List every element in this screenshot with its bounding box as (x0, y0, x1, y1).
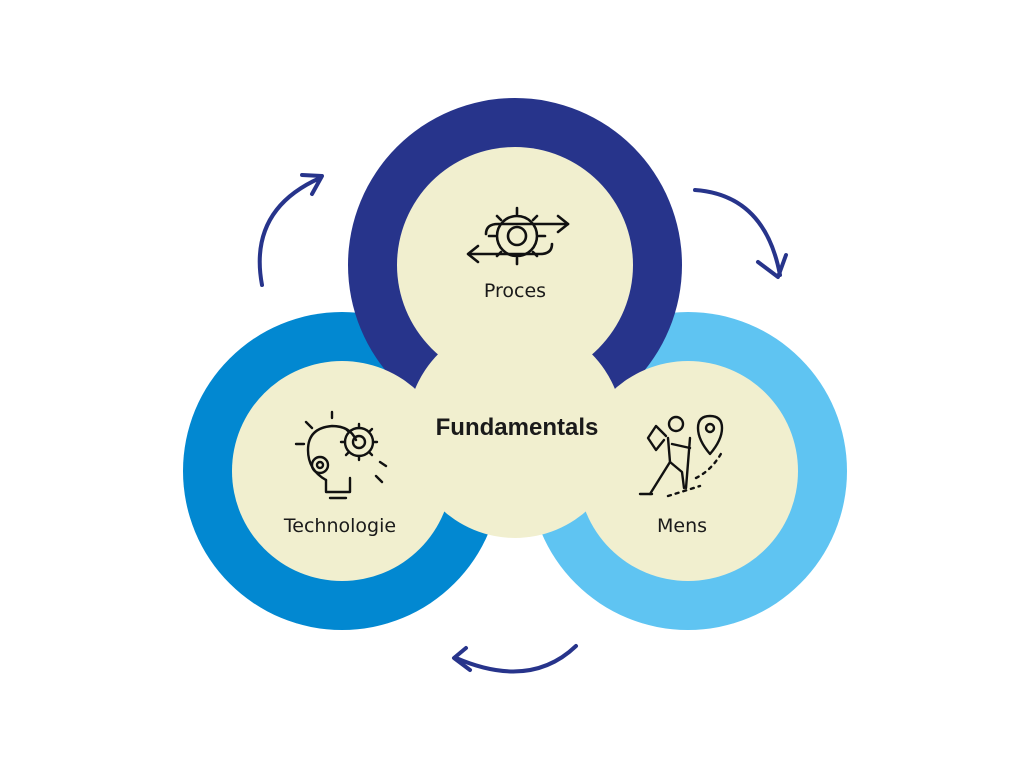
mens-label: Mens (656, 515, 708, 537)
arrow-technologie-to-proces-head-icon (300, 173, 324, 196)
lightbulb-gears-icon (294, 410, 388, 500)
technologie-inner-disk (232, 361, 452, 581)
center-disk (407, 322, 623, 538)
proces-inner-disk (397, 147, 633, 383)
center-label: Fundamentals (435, 414, 599, 441)
cycle-arrows (257, 173, 788, 674)
arrow-mens-to-technologie-icon (454, 644, 578, 674)
arrow-proces-to-mens-head-icon (756, 253, 788, 279)
arrow-mens-to-technologie-head-icon (452, 646, 472, 672)
arrow-technologie-to-proces-icon (257, 176, 322, 287)
arrow-proces-to-mens-icon (693, 188, 782, 277)
proces-label: Proces (483, 280, 547, 302)
technologie-label: Technologie (283, 515, 397, 537)
process-arrows-gear-icon (466, 206, 570, 266)
hiker-location-pin-icon (638, 414, 724, 498)
